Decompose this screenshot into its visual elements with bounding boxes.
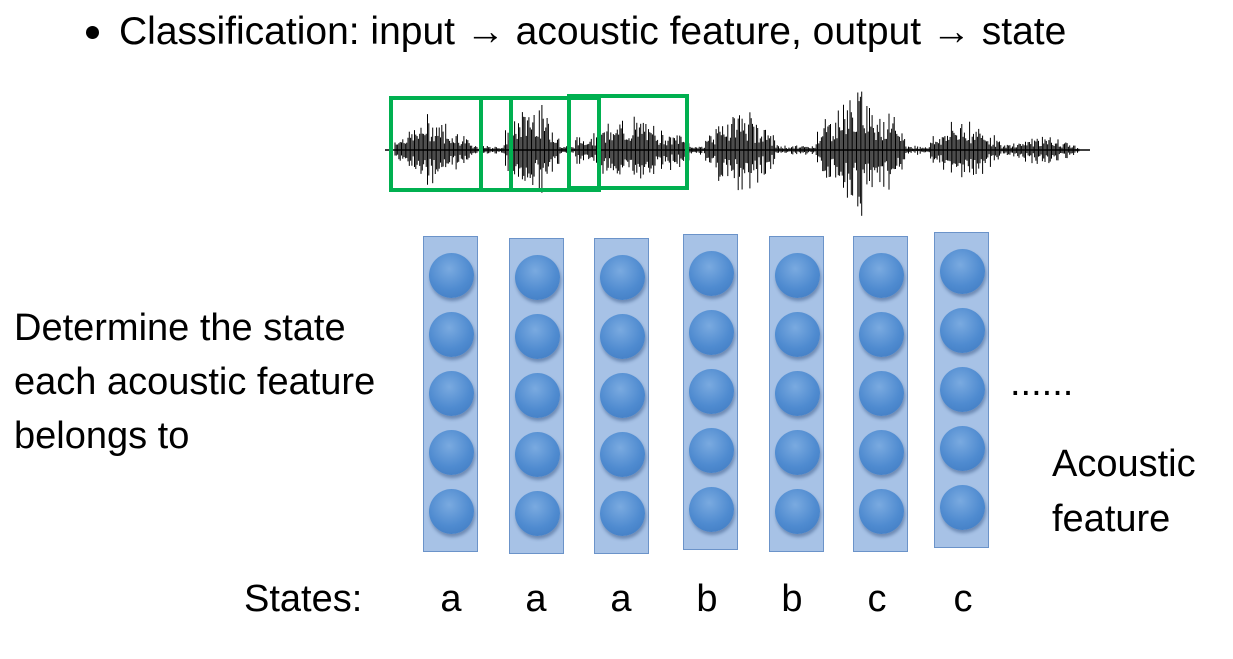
neuron-circle-icon — [429, 312, 474, 357]
description-line: Determine the state — [14, 307, 346, 349]
neuron-circle-icon — [600, 432, 645, 477]
frame-box — [509, 96, 601, 192]
waveform-bars — [394, 91, 1080, 216]
neuron-circle-icon — [515, 432, 560, 477]
neuron-circle-icon — [859, 312, 904, 357]
neuron-circle-icon — [689, 251, 734, 296]
feature-column — [853, 236, 908, 552]
title-text: Classification: input → acoustic feature… — [119, 10, 1067, 53]
neuron-circle-icon — [689, 310, 734, 355]
feature-column — [509, 238, 564, 554]
neuron-circle-icon — [515, 491, 560, 536]
states-label: States: — [244, 578, 363, 620]
neuron-circle-icon — [429, 489, 474, 534]
neuron-circle-icon — [775, 430, 820, 475]
state-label: b — [696, 578, 718, 620]
neuron-circle-icon — [429, 371, 474, 416]
neuron-circle-icon — [689, 428, 734, 473]
frame-boxes — [389, 94, 689, 192]
neuron-circle-icon — [429, 253, 474, 298]
neuron-circle-icon — [775, 489, 820, 534]
neuron-circle-icon — [940, 249, 985, 294]
bullet-icon — [86, 25, 99, 39]
description-line: belongs to — [14, 415, 190, 457]
neuron-circle-icon — [859, 371, 904, 416]
feature-column — [423, 236, 478, 552]
acoustic-feature-label: Acoustic feature — [1052, 437, 1196, 547]
description: Determine the state each acoustic featur… — [14, 301, 375, 463]
neuron-circle-icon — [940, 308, 985, 353]
neuron-circle-icon — [940, 367, 985, 412]
acoustic-feature-label-line: Acoustic — [1052, 443, 1196, 485]
neuron-circle-icon — [775, 253, 820, 298]
feature-column — [683, 234, 738, 550]
neuron-circle-icon — [429, 430, 474, 475]
acoustic-feature-label-line: feature — [1052, 498, 1171, 540]
state-label: b — [781, 578, 803, 620]
neuron-circle-icon — [515, 314, 560, 359]
neuron-circle-icon — [859, 430, 904, 475]
neuron-circle-icon — [515, 255, 560, 300]
neuron-circle-icon — [600, 491, 645, 536]
description-line: each acoustic feature — [14, 361, 376, 403]
neuron-circle-icon — [775, 371, 820, 416]
neuron-circle-icon — [600, 255, 645, 300]
ellipsis: ...... — [1010, 362, 1074, 404]
state-label: a — [440, 578, 462, 620]
state-label: a — [525, 578, 547, 620]
feature-column — [934, 232, 989, 548]
neuron-circle-icon — [940, 485, 985, 530]
neuron-circle-icon — [600, 373, 645, 418]
feature-column — [769, 236, 824, 552]
neuron-circle-icon — [940, 426, 985, 471]
neuron-circle-icon — [689, 369, 734, 414]
state-label: c — [953, 578, 973, 620]
neuron-circle-icon — [689, 487, 734, 532]
neuron-circle-icon — [859, 253, 904, 298]
neuron-circle-icon — [859, 489, 904, 534]
feature-column — [594, 238, 649, 554]
state-label: a — [610, 578, 632, 620]
state-label: c — [867, 578, 887, 620]
title-line: Classification: input → acoustic feature… — [86, 10, 1066, 54]
neuron-circle-icon — [515, 373, 560, 418]
frame-box — [567, 94, 689, 190]
frame-box — [479, 96, 513, 192]
neuron-circle-icon — [600, 314, 645, 359]
neuron-circle-icon — [775, 312, 820, 357]
